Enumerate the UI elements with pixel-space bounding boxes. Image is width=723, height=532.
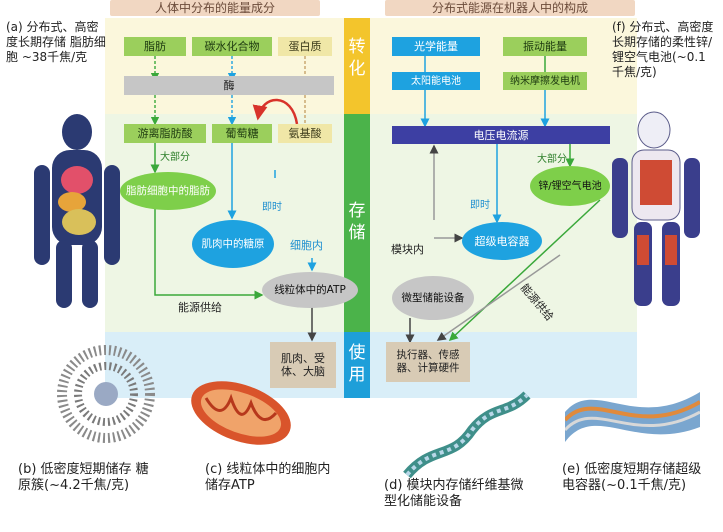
- left-instant-label: 即时: [262, 202, 282, 213]
- micro-storage-oval: 微型储能设备: [392, 276, 474, 320]
- stage-use-label: 使用: [348, 343, 366, 385]
- fatty-acid-box: 游离脂肪酸: [124, 124, 206, 143]
- glucose-box: 葡萄糖: [212, 124, 272, 143]
- amino-acid-box: 氨基酸: [278, 124, 332, 143]
- right-instant-label: 即时: [470, 200, 490, 211]
- human-body-icon: [34, 114, 120, 308]
- fat-cell-oval: 脂肪细胞中的脂肪: [120, 172, 216, 210]
- voltage-source-box: 电压电流源: [392, 126, 610, 144]
- use-band: [105, 332, 637, 398]
- caption-b: (b) 低密度短期储存 糖原簇(~4.2千焦/克): [18, 462, 149, 493]
- right-majority-label: 大部分: [537, 154, 567, 165]
- left-majority-label: 大部分: [160, 152, 190, 163]
- in-module-label: 模块内: [391, 243, 424, 256]
- supercapacitor-oval: 超级电容器: [462, 222, 542, 260]
- stage-convert: [344, 18, 370, 114]
- left-header: 人体中分布的能量成分: [110, 0, 320, 16]
- caption-f: (f) 分布式、高密度长期存储的柔性锌/锂空气电池(~0.1 千焦/克): [612, 20, 714, 79]
- intracellular-label: 细胞内: [290, 239, 323, 252]
- left-use-box: 肌肉、受体、大脑: [270, 342, 336, 388]
- caption-a: (a) 分布式、高密度长期存储 脂肪细胞 ~38千焦/克: [6, 20, 106, 64]
- right-header: 分布式能源在机器人中的构成: [385, 0, 635, 16]
- protein-box: 蛋白质: [278, 37, 332, 56]
- supercapacitor-film-icon: [565, 392, 700, 442]
- fat-box: 脂肪: [124, 37, 186, 56]
- enzyme-box: 酶: [124, 76, 334, 95]
- right-use-box: 执行器、传感器、计算硬件: [386, 342, 470, 382]
- stage-use: [344, 332, 370, 398]
- left-supply-label: 能源供给: [178, 301, 222, 314]
- caption-c: (c) 线粒体中的细胞内储存ATP: [205, 462, 331, 493]
- nanogenerator-box: 纳米摩擦发电机: [503, 72, 587, 90]
- caption-e: (e) 低密度短期存储超级电容器(~0.1千焦/克): [562, 462, 702, 493]
- robot-icon: [612, 111, 700, 306]
- muscle-glycogen-oval: 肌肉中的糖原: [192, 220, 274, 268]
- stage-convert-label: 转化: [348, 37, 366, 79]
- stage-store-label: 存储: [348, 201, 366, 243]
- solar-cell-box: 太阳能电池: [392, 72, 480, 90]
- carbohydrate-box: 碳水化合物: [192, 37, 272, 56]
- zinc-air-battery-oval: 锌/锂空气电池: [530, 166, 610, 206]
- convert-band: [105, 18, 637, 114]
- mitochondria-icon: [191, 381, 291, 445]
- caption-d: (d) 模块内存储纤维基微型化储能设备: [384, 478, 524, 509]
- optical-energy-box: 光学能量: [392, 37, 480, 56]
- glycogen-cluster-icon: [57, 345, 155, 443]
- fiber-device-icon: [403, 391, 531, 479]
- vibration-energy-box: 振动能量: [503, 37, 587, 56]
- mitochondria-atp-oval: 线粒体中的ATP: [262, 272, 358, 308]
